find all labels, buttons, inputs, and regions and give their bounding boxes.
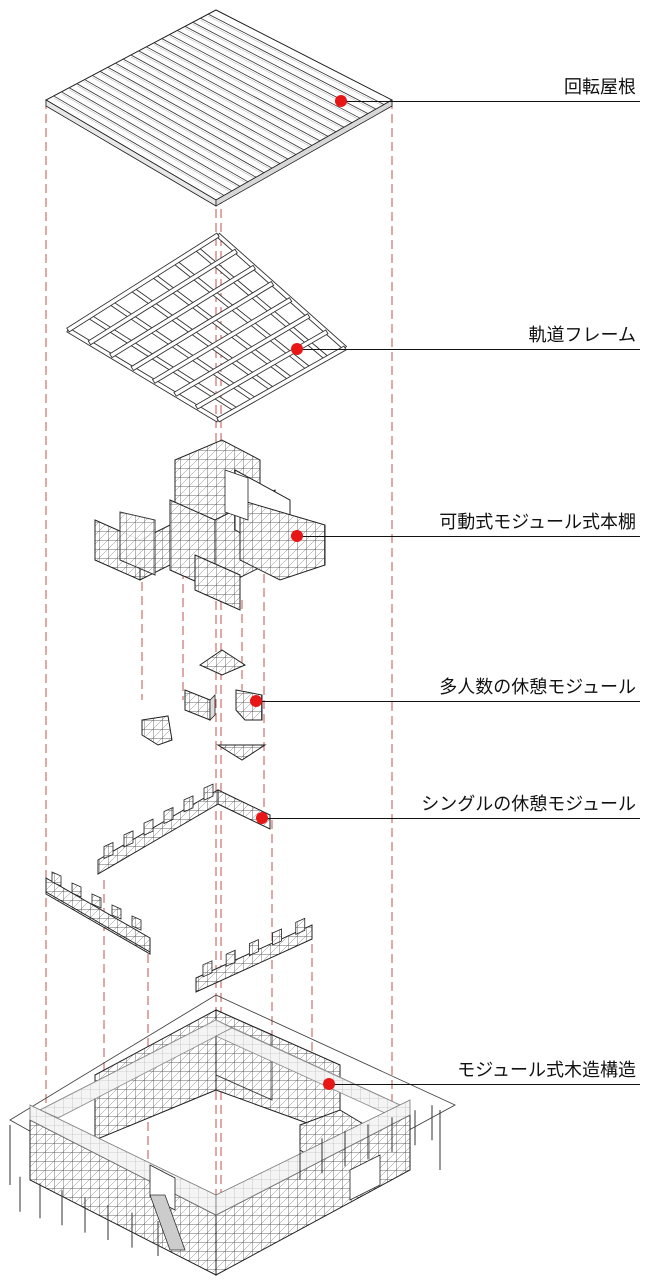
label-rotating-roof: 回転屋根 [564, 77, 636, 98]
multi-rest-modules-drawing [141, 649, 267, 761]
label-rail-frame: 軌道フレーム [528, 325, 636, 346]
label-single-rest-module: シングルの休憩モジュール [421, 794, 636, 815]
leader-multi-rest-module [256, 701, 640, 702]
leader-rail-frame [297, 349, 640, 350]
marker-rail-frame [291, 343, 303, 355]
marker-movable-bookshelf [291, 530, 303, 542]
wooden-structure-drawing [9, 994, 457, 1276]
label-wooden-structure: モジュール式木造構造 [457, 1060, 636, 1081]
marker-single-rest-module [256, 812, 268, 824]
bookshelf-drawing [94, 439, 326, 611]
marker-multi-rest-module [250, 695, 262, 707]
label-multi-rest-module: 多人数の休憩モジュール [439, 677, 636, 698]
marker-rotating-roof [335, 95, 347, 107]
rail-frame-drawing [66, 232, 348, 423]
leader-single-rest-module [262, 818, 640, 819]
marker-wooden-structure [323, 1078, 335, 1090]
rotating-roof-drawing [44, 9, 394, 207]
label-movable-bookshelf: 可動式モジュール式本棚 [439, 512, 636, 533]
leader-movable-bookshelf [297, 536, 640, 537]
leader-wooden-structure [329, 1084, 640, 1085]
leader-rotating-roof [341, 101, 640, 102]
